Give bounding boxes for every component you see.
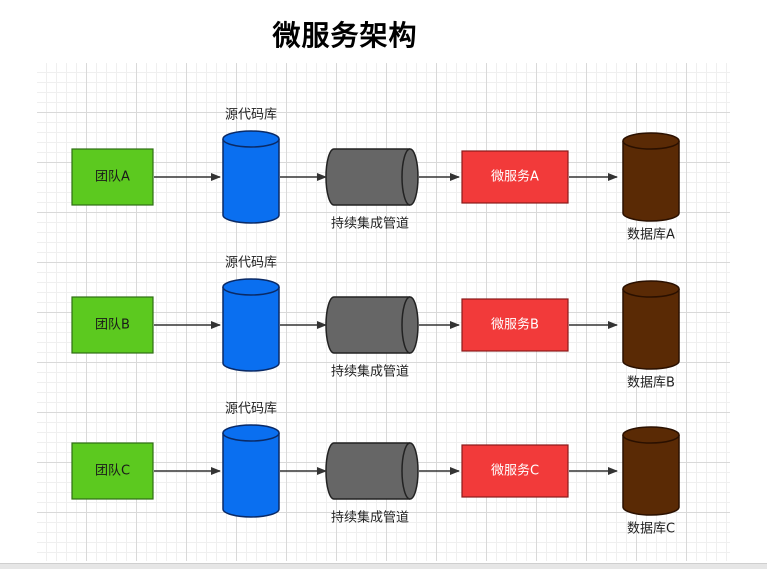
db-cylinder-body — [622, 435, 680, 516]
team-label: 团队B — [95, 318, 130, 333]
team-label: 团队A — [95, 170, 130, 185]
service-box — [461, 444, 569, 498]
service-label: 微服务C — [491, 463, 539, 479]
db-cylinder-body — [622, 141, 680, 222]
row-3 — [71, 424, 680, 518]
db-label: 数据库B — [627, 375, 675, 391]
service-label: 微服务A — [491, 169, 539, 185]
pipeline-cylinder-end — [401, 296, 419, 354]
row-1 — [71, 130, 680, 224]
repo-cylinder-top — [222, 424, 280, 442]
bottom-edge — [0, 563, 767, 569]
pipeline-label: 持续集成管道 — [331, 364, 409, 380]
db-label: 数据库A — [627, 227, 675, 243]
team-label: 团队C — [95, 464, 130, 479]
repo-cylinder-top — [222, 130, 280, 148]
pipeline-cylinder-end — [401, 442, 419, 500]
pipeline-label: 持续集成管道 — [331, 216, 409, 232]
pipeline-cylinder-body — [325, 442, 410, 500]
pipeline-cylinder-body — [325, 148, 410, 206]
service-label: 微服务B — [491, 317, 539, 333]
repo-label: 源代码库 — [225, 255, 277, 271]
repo-label: 源代码库 — [225, 401, 277, 417]
repo-cylinder-top — [222, 278, 280, 296]
pipeline-label: 持续集成管道 — [331, 510, 409, 526]
row-2 — [71, 278, 680, 372]
service-box — [461, 150, 569, 204]
db-cylinder-top — [622, 426, 680, 444]
db-cylinder-body — [622, 289, 680, 370]
db-label: 数据库C — [627, 521, 675, 537]
service-box — [461, 298, 569, 352]
db-cylinder-top — [622, 280, 680, 298]
pipeline-cylinder-body — [325, 296, 410, 354]
team-box — [71, 148, 154, 206]
repo-cylinder-body — [222, 433, 280, 518]
repo-cylinder-body — [222, 139, 280, 224]
team-box — [71, 442, 154, 500]
diagram-title: 微服务架构 — [272, 19, 418, 52]
db-cylinder-top — [622, 132, 680, 150]
repo-label: 源代码库 — [225, 107, 277, 123]
repo-cylinder-body — [222, 287, 280, 372]
team-box — [71, 296, 154, 354]
pipeline-cylinder-end — [401, 148, 419, 206]
